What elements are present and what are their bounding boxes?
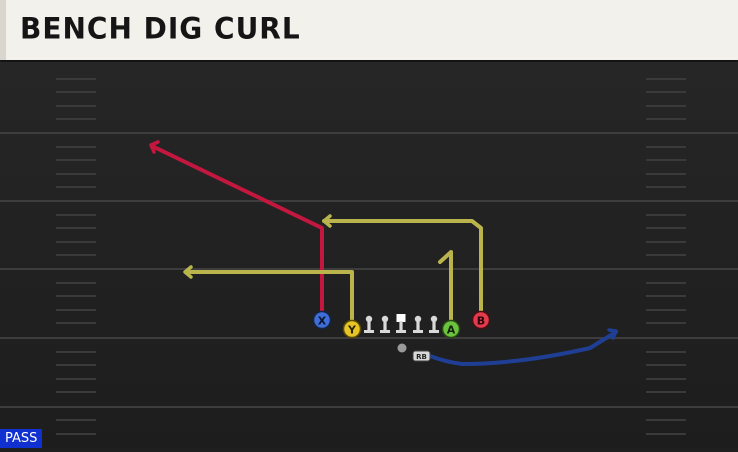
player-a-label: A (447, 324, 456, 337)
player-x[interactable]: X (312, 310, 332, 330)
offensive-line (364, 314, 439, 333)
route-a (438, 250, 453, 324)
player-b[interactable]: B (471, 310, 491, 330)
route-b (322, 219, 483, 314)
play-diagram: RB X Y A B (0, 62, 738, 448)
lineman-icon (364, 315, 374, 333)
center-icon (396, 314, 406, 333)
play-type-badge: PASS (0, 429, 43, 448)
player-y-label: Y (347, 324, 357, 337)
field-surface (0, 62, 738, 448)
route-rb-arrowhead (607, 328, 618, 340)
route-rb (428, 330, 618, 366)
route-x-arrowhead (149, 140, 160, 154)
route-y-arrowhead (183, 265, 193, 279)
player-rb-label: RB (416, 353, 427, 361)
route-y (184, 270, 354, 324)
play-title: BENCH DIG CURL (20, 11, 301, 46)
lineman-icon (380, 315, 390, 333)
player-y[interactable]: Y (342, 319, 362, 339)
play-field: RB X Y A B (0, 62, 738, 448)
player-b-label: B (477, 315, 485, 328)
route-b-arrowhead (322, 214, 332, 228)
lineman-icon (413, 315, 423, 333)
hash-marks-right (646, 78, 686, 435)
quarterback-icon (397, 343, 407, 353)
player-rb[interactable]: RB (412, 350, 431, 362)
player-a[interactable]: A (441, 319, 461, 339)
route-x (150, 144, 324, 314)
title-bar: BENCH DIG CURL (0, 0, 738, 60)
hash-marks-left (56, 78, 96, 435)
lineman-icon (429, 315, 439, 333)
yard-lines (0, 132, 738, 408)
player-x-label: X (318, 315, 327, 328)
